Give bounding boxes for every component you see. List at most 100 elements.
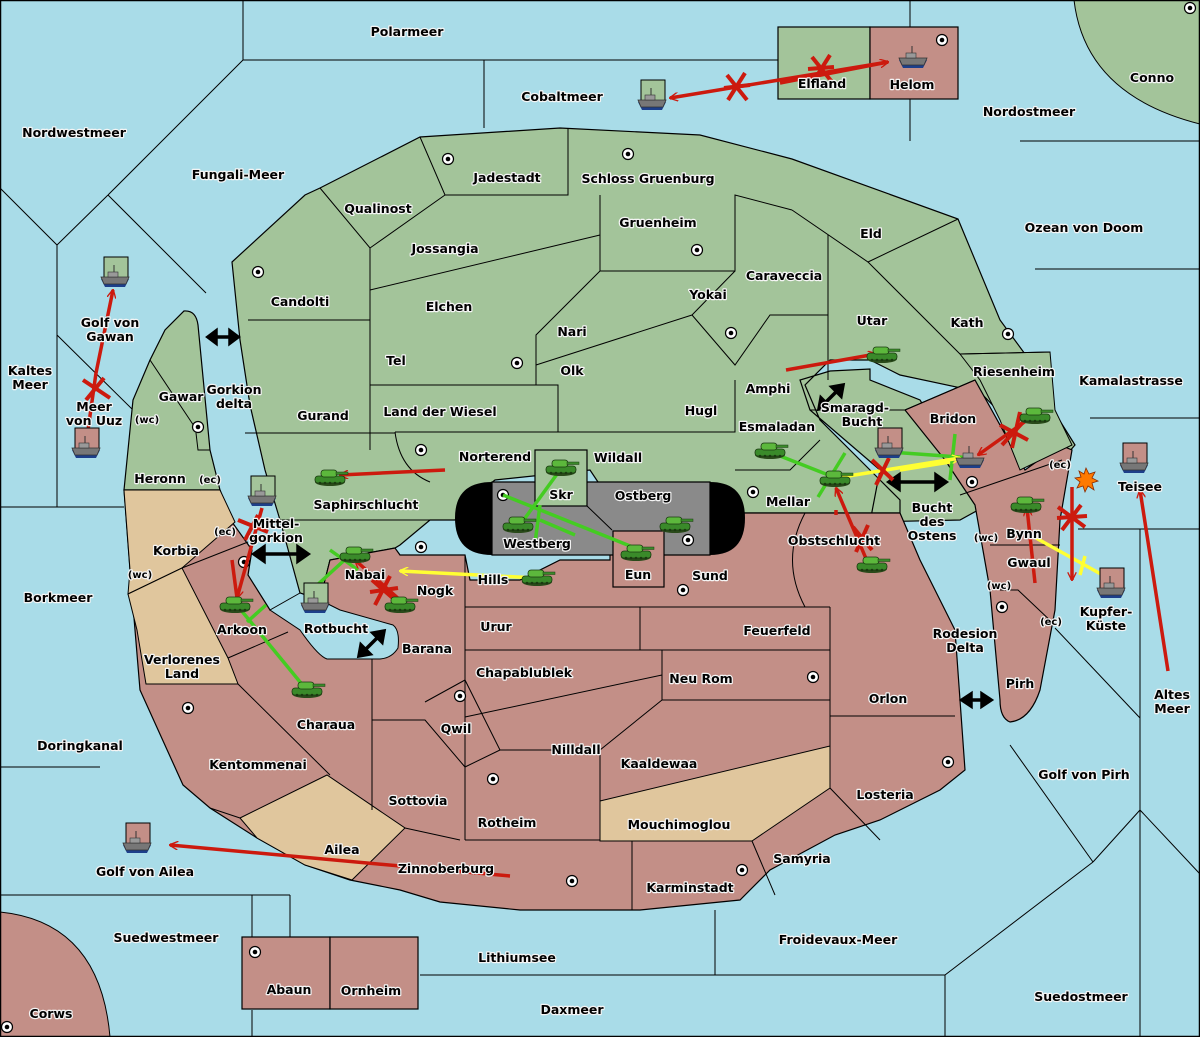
label-elfland: Elfland: [798, 76, 846, 91]
label-golf-von-ailea: Golf von Ailea: [96, 864, 194, 879]
label-kaaldewaa: Kaaldewaa: [621, 756, 698, 771]
impassable-cap-west: [455, 482, 492, 555]
label-sottovia: Sottovia: [389, 793, 448, 808]
label-smaragd-bucht-2: Bucht: [842, 414, 883, 429]
label-kaltes-meer-2: Meer: [12, 377, 48, 392]
label-conno: Conno: [1130, 70, 1175, 85]
fleet-smaragd-bucht[interactable]: [874, 427, 904, 459]
label-borkmeer: Borkmeer: [24, 590, 94, 605]
territory-labels: Polarmeer Cobaltmeer Nordwestmeer Fungal…: [7, 23, 1192, 1022]
label-golf-von-gawan-2: Gawan: [86, 329, 134, 344]
failed-x-icon: [999, 411, 1029, 449]
label-land-der-wiesel: Land der Wiesel: [383, 404, 496, 419]
fleet-teisee[interactable]: [1119, 442, 1149, 474]
label-eld: Eld: [860, 226, 882, 241]
double-arrow-icon: [250, 543, 312, 565]
fleet-golf-von-ailea[interactable]: [122, 822, 152, 854]
label-jossangia: Jossangia: [410, 241, 478, 256]
label-qualinost: Qualinost: [344, 201, 411, 216]
fleet-kupfer-kueste[interactable]: [1096, 567, 1126, 599]
label-abaun: Abaun: [267, 982, 312, 997]
label-verlorenes-land-2: Land: [165, 666, 199, 681]
label-bridon: Bridon: [930, 411, 976, 426]
territory-skr[interactable]: [534, 449, 588, 507]
label-nordostmeer: Nordostmeer: [983, 104, 1076, 119]
label-helom: Helom: [890, 77, 935, 92]
label-nilldall: Nilldall: [551, 742, 600, 757]
fleet-cobaltmeer[interactable]: [637, 79, 667, 111]
territory-corws[interactable]: [0, 911, 111, 1037]
label-rotbucht: Rotbucht: [304, 621, 368, 636]
label-hills: Hills: [478, 572, 509, 587]
label-esmaladan: Esmaladan: [739, 419, 815, 434]
failed-x-icon: [870, 457, 895, 486]
label-nari: Nari: [557, 324, 586, 339]
territory-ailea[interactable]: [239, 774, 406, 881]
label-golf-von-pirh: Golf von Pirh: [1038, 767, 1129, 782]
label-ornheim: Ornheim: [341, 983, 401, 998]
label-golf-von-gawan-1: Golf von: [81, 315, 140, 330]
move-orders: [86, 62, 1170, 878]
label-froidevaux-meer: Froidevaux-Meer: [779, 932, 898, 947]
label-altes-meer-1: Altes: [1154, 687, 1190, 702]
label-kupfer-kueste-2: Küste: [1086, 618, 1126, 633]
label-rotheim: Rotheim: [478, 815, 537, 830]
label-jadestadt: Jadestadt: [472, 170, 540, 185]
label-nabai: Nabai: [345, 567, 386, 582]
label-pirh: Pirh: [1006, 676, 1035, 691]
fleet-mittelgorkion[interactable]: [247, 475, 277, 507]
label-zinnoberburg: Zinnoberburg: [398, 861, 494, 876]
label-lithiumsee: Lithiumsee: [478, 950, 556, 965]
territory-ornheim[interactable]: [329, 936, 419, 1010]
label-karminstadt: Karminstadt: [646, 880, 733, 895]
label-gawar-wc: (wc): [135, 415, 159, 426]
label-gurand: Gurand: [297, 408, 349, 423]
label-hugl: Hugl: [685, 403, 718, 418]
label-gwaul: Gwaul: [1007, 555, 1050, 570]
fleet-rotbucht[interactable]: [300, 582, 330, 614]
fleet-golf-von-gawan[interactable]: [100, 256, 130, 288]
label-bynn-ec: (ec): [1049, 460, 1071, 471]
territory-borders: [149, 128, 1063, 910]
label-bucht-des-ostens-2: des: [920, 514, 945, 529]
label-urur: Urur: [480, 619, 512, 634]
failed-x-icon: [369, 575, 399, 606]
label-mellar: Mellar: [766, 494, 811, 509]
convoy-orders: [400, 458, 1109, 580]
label-saphirschlucht: Saphirschlucht: [314, 497, 419, 512]
label-nogk: Nogk: [417, 583, 454, 598]
double-arrow-icon: [958, 690, 995, 710]
territory-conno[interactable]: [1073, 0, 1200, 125]
label-qwil: Qwil: [441, 721, 472, 736]
label-obstschlucht: Obstschlucht: [788, 533, 880, 548]
label-kentommenai: Kentommenai: [209, 757, 307, 772]
label-bynn: Bynn: [1006, 526, 1041, 541]
failed-x-icon: [81, 376, 112, 402]
double-arrow-icon: [356, 628, 387, 659]
label-utar: Utar: [857, 313, 889, 328]
failed-order-markers: [81, 53, 1088, 606]
label-tel: Tel: [386, 353, 406, 368]
label-ailea: Ailea: [324, 842, 359, 857]
territory-riesenheim[interactable]: [959, 351, 1073, 471]
label-daxmeer: Daxmeer: [540, 1002, 604, 1017]
sea-rotbucht[interactable]: [269, 592, 399, 660]
label-kupfer-kueste-1: Kupfer-: [1080, 604, 1133, 619]
label-yokai: Yokai: [688, 287, 727, 302]
label-polarmeer: Polarmeer: [371, 24, 445, 39]
label-corws: Corws: [30, 1006, 73, 1021]
fleet-meer-von-uuz[interactable]: [71, 427, 101, 459]
label-heronn: Heronn: [134, 471, 186, 486]
label-kamalastrasse: Kamalastrasse: [1079, 373, 1183, 388]
label-arkoon: Arkoon: [217, 622, 267, 637]
label-sund: Sund: [692, 568, 728, 583]
label-charaua: Charaua: [297, 717, 355, 732]
label-orlon: Orlon: [869, 691, 908, 706]
label-bynn-wc: (wc): [974, 533, 998, 544]
label-altes-meer-2: Meer: [1154, 701, 1190, 716]
label-feuerfeld: Feuerfeld: [743, 623, 810, 638]
label-losteria: Losteria: [856, 787, 913, 802]
label-wildall: Wildall: [594, 450, 642, 465]
failed-x-icon: [807, 53, 835, 84]
